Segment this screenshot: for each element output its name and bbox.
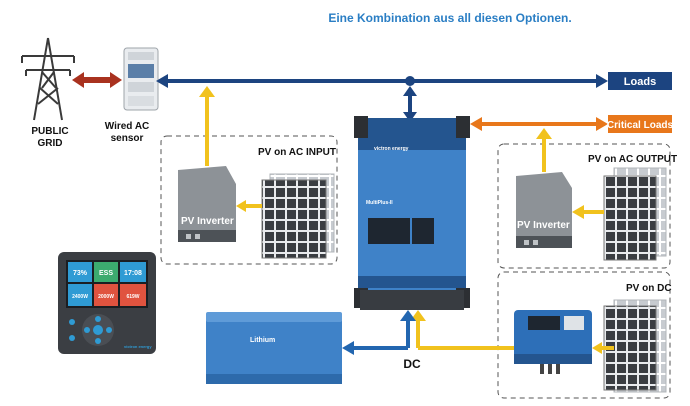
grid-link-arrow-right <box>110 72 122 88</box>
pv-inverter-input-icon <box>178 166 236 242</box>
critical-loads-label: Critical Loads <box>607 120 674 131</box>
energy-meter-icon <box>123 47 159 111</box>
wired-ac-sensor-label-2: sensor <box>111 133 144 144</box>
display-tile-1-text: 73% <box>73 270 88 277</box>
loads-label: Loads <box>624 76 656 88</box>
dc-link-arrow-left <box>342 341 354 355</box>
display-tile-4 <box>68 284 92 306</box>
display-brand: victron energy <box>124 344 152 349</box>
display-tile-5-text: 2000W <box>98 294 114 300</box>
display-tile-6 <box>120 284 146 306</box>
pv-output-flow-arrow <box>572 205 584 219</box>
power-pylon-icon <box>21 37 75 121</box>
display-tile-5 <box>94 284 118 306</box>
display-tile-3 <box>120 262 146 282</box>
public-grid-label-2: GRID <box>38 138 63 149</box>
multiplus-inverter-icon <box>354 116 470 310</box>
critical-arrow-right <box>596 117 608 131</box>
battery-label: Lithium <box>250 337 275 344</box>
ac-bus-arrow-left <box>156 74 168 88</box>
pv-ac-output-group <box>497 143 671 269</box>
display-tile-2-text: ESS <box>99 270 113 277</box>
gx-display-icon <box>58 252 156 354</box>
ac-bus-drop-arrow-down <box>403 112 417 122</box>
ac-bus-drop-arrow-up <box>403 86 417 96</box>
multiplus-brand: victron energy <box>374 146 409 152</box>
multiplus-model: MultiPlus-II <box>366 200 393 206</box>
lithium-battery-icon <box>206 312 342 384</box>
pv-dc-flow-arrow <box>592 342 602 354</box>
grid-link-arrow-left <box>72 72 84 88</box>
pv-input-flow-arrow-up <box>199 86 215 97</box>
wired-ac-sensor-label-1: Wired AC <box>105 121 150 132</box>
solar-panel-input <box>261 179 327 259</box>
pv-inverter-input-label: PV Inverter <box>181 216 234 227</box>
pv-input-flow-arrow <box>236 200 246 212</box>
dc-label: DC <box>403 357 421 371</box>
pv-ac-input-title: PV on AC INPUT <box>258 147 336 158</box>
pv-output-flow-arrow-up <box>536 128 552 139</box>
solar-panel-output <box>603 175 657 261</box>
display-tile-3-text: 17:08 <box>124 270 142 277</box>
diagram-title: Eine Kombination aus all diesen Optionen… <box>328 11 571 25</box>
dc-link-arrow-up <box>400 310 416 321</box>
display-tile-1 <box>68 262 92 282</box>
ac-bus-junction <box>405 76 415 86</box>
loads-box <box>608 72 672 90</box>
pv-inverter-output-label: PV Inverter <box>517 220 570 231</box>
pv-dc-title: PV on DC <box>626 283 672 294</box>
pv-ac-output-title: PV on AC OUTPUT <box>588 154 677 165</box>
mppt-charger-icon <box>514 310 592 374</box>
critical-arrow-left <box>470 117 482 131</box>
display-tile-2 <box>94 262 118 282</box>
critical-loads-box <box>608 115 672 133</box>
pv-inverter-output-icon <box>516 172 572 248</box>
pv-ac-input-group <box>160 135 338 265</box>
display-tile-4-text: 2400W <box>72 294 88 300</box>
public-grid-label-1: PUBLIC <box>31 126 68 137</box>
display-tile-6-text: 619W <box>126 294 139 300</box>
pv-dc-group <box>497 271 671 399</box>
ac-bus-arrow-right <box>596 74 608 88</box>
